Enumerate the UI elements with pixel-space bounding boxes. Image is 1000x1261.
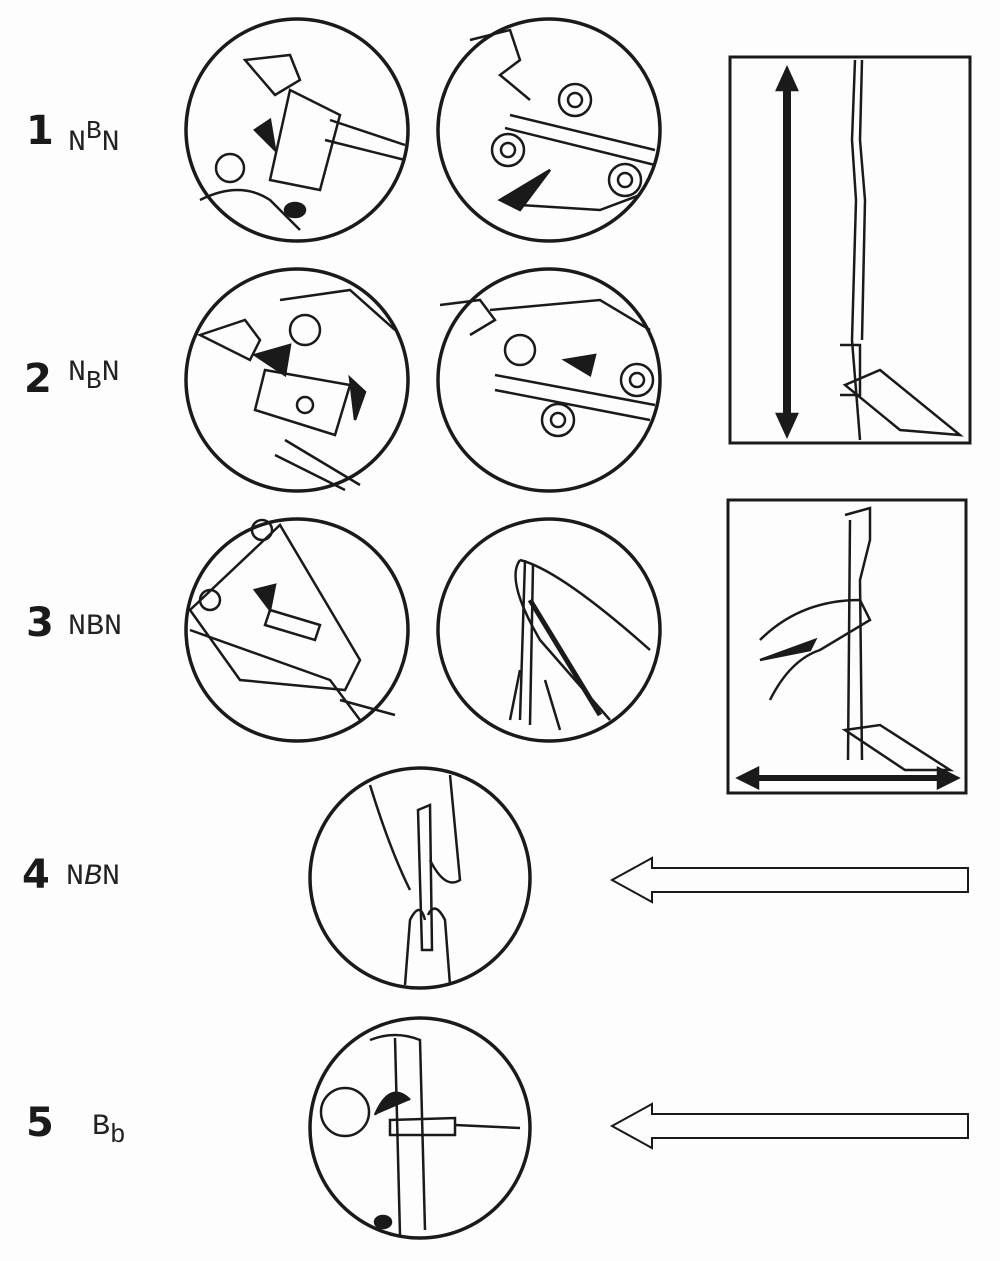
step-2-pliers-front-illustration: [184, 267, 410, 493]
code-mark: b: [110, 1120, 126, 1150]
step-4-number: 4: [22, 852, 50, 898]
step-1-pliers-side-illustration: [436, 17, 662, 243]
code-mark: B: [84, 860, 103, 894]
step-4-code: NBN: [66, 860, 120, 894]
code-part: N: [101, 356, 120, 390]
code-mark: B: [86, 116, 102, 146]
step-5-arrow-left-icon: [609, 1102, 969, 1150]
code-part: N: [101, 126, 120, 160]
code-part: N: [68, 126, 87, 160]
width-measure-panel: [726, 498, 968, 795]
step-2-number: 2: [24, 356, 52, 402]
step-3-code: NBN: [68, 610, 123, 644]
step-4-arrow-left-icon: [609, 856, 969, 904]
step-3-fingers-hold-illustration: [436, 517, 662, 743]
step-1-pliers-front-illustration: [184, 17, 410, 243]
step-2-code: NBN: [68, 356, 120, 396]
step-3-number: 3: [26, 600, 54, 646]
step-5-number: 5: [26, 1100, 54, 1146]
code-part: N: [68, 356, 87, 390]
step-5-code: Bb: [92, 1110, 126, 1150]
code-part: N: [66, 860, 85, 894]
step-4-tip-closeup-illustration: [308, 766, 532, 990]
step-2-pliers-side-illustration: [436, 267, 662, 493]
step-5-crimp-closeup-illustration: [308, 1016, 532, 1240]
step-1-number: 1: [26, 108, 54, 154]
code-part: N: [102, 860, 121, 894]
code-mark: B: [86, 366, 102, 396]
step-3-tool-jaw-illustration: [184, 517, 410, 743]
step-1-code: NBN: [68, 116, 120, 160]
full-length-measure-panel: [728, 55, 972, 445]
code-part: B: [92, 1110, 111, 1144]
